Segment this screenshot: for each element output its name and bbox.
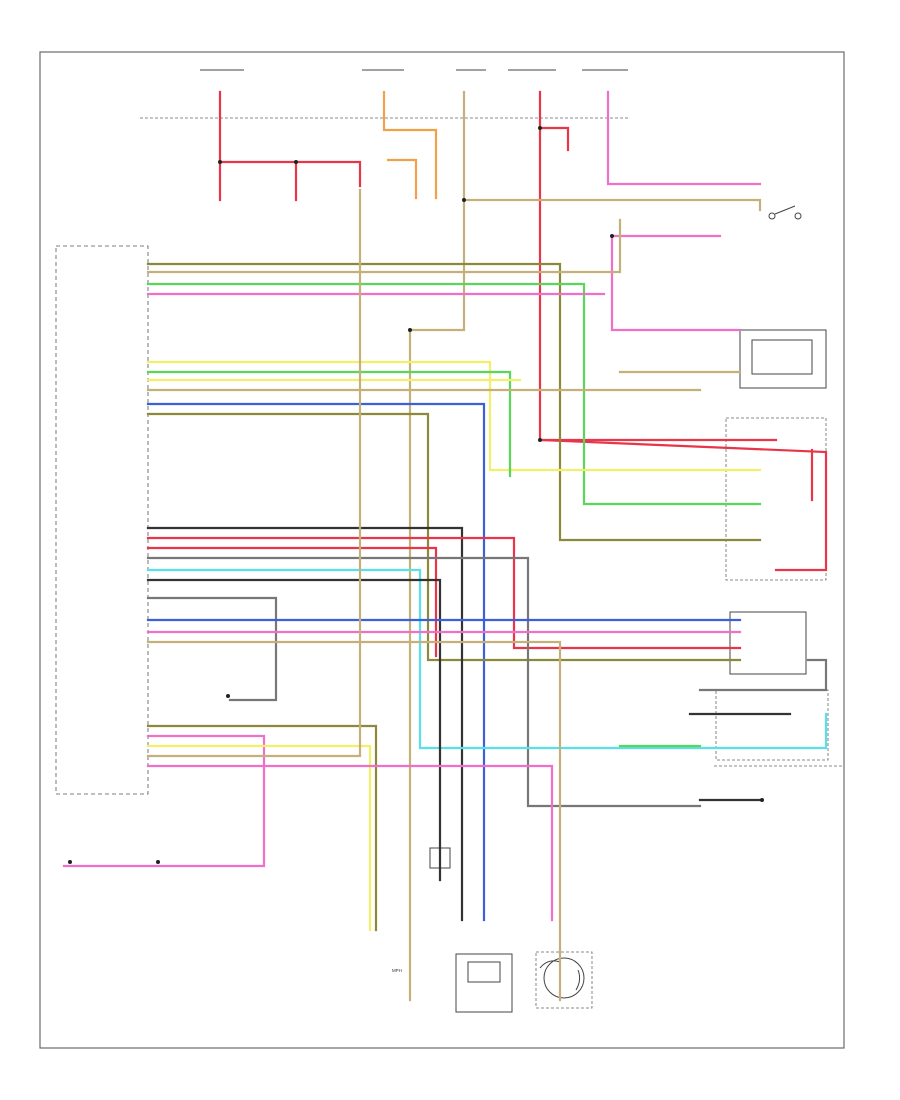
brake-switch-icon [768, 205, 802, 220]
wire-red-right [538, 90, 570, 152]
pressure-control-module [729, 611, 807, 675]
wire-tan-4 [146, 640, 562, 1002]
wire-gray-2 [146, 596, 278, 702]
automatic-transmission-box [715, 689, 829, 761]
wire-green-1 [146, 282, 762, 506]
svg-text:MPH: MPH [392, 968, 402, 973]
wire-yellow-3 [146, 744, 372, 932]
connector-dots [68, 126, 764, 864]
bottom-sensors: MPH [392, 847, 593, 1013]
wire-pink-3 [62, 734, 266, 868]
wire-gray-1 [146, 556, 702, 808]
wire-pink-right [606, 90, 762, 186]
wire-dark-1 [146, 526, 464, 922]
powertrain-control-module [55, 245, 149, 795]
wire-red-3 [146, 546, 438, 658]
wire-orange [382, 90, 438, 200]
vehicle-speed-sensor-icon [543, 957, 585, 999]
wire-blue-1 [146, 402, 486, 922]
wire-cyan-1 [146, 568, 828, 750]
throttle-position-sensor [455, 953, 513, 1013]
instrument-cluster [739, 329, 827, 389]
wire-olive-3 [146, 724, 378, 932]
wire-dark-2 [146, 578, 442, 882]
wire-yellow-1 [146, 360, 762, 472]
diagram-frame [39, 51, 845, 1049]
wire-tan-2 [146, 218, 622, 274]
wire-red-top [218, 90, 362, 188]
wire-olive-1 [146, 262, 762, 542]
instrument-cluster-lamp [751, 339, 813, 375]
wire-green-2 [146, 370, 512, 478]
wire-tan-5 [146, 188, 362, 758]
wire-tan [462, 90, 762, 212]
wire-red-2 [146, 536, 742, 650]
wire-pink-4 [146, 764, 554, 922]
